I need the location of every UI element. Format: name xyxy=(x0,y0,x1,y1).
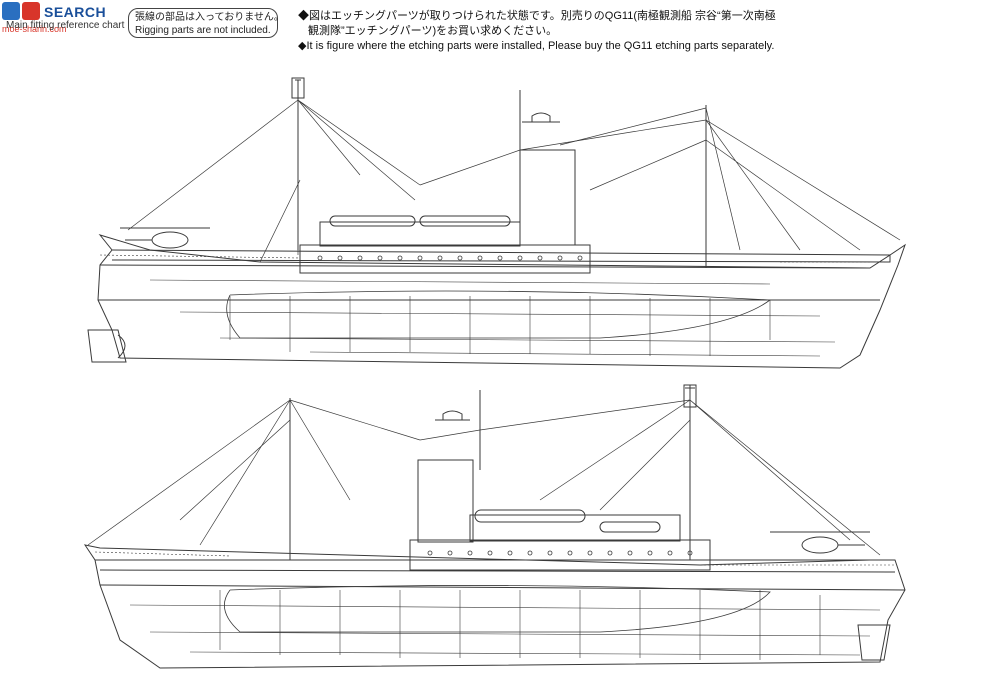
rudder xyxy=(87,329,127,363)
hull-outline xyxy=(97,234,906,369)
rigging-note-en: Rigging parts are not included. xyxy=(135,25,271,36)
wheelhouse xyxy=(417,459,474,543)
reference-chart-caption: Main fitting reference chart xyxy=(6,20,125,31)
lifeboat-bottom-1 xyxy=(474,509,586,523)
portholes xyxy=(427,550,693,556)
etching-note: ◆図はエッチングパーツが取りつけられた状態です。別売りのQG11(南極観測船 宗… xyxy=(298,9,776,54)
helicopter-top xyxy=(120,227,210,249)
wheelhouse xyxy=(519,149,576,246)
superstructure xyxy=(409,410,711,571)
hull-shadow xyxy=(223,585,771,633)
lifeboat-top-1 xyxy=(329,215,416,227)
railing-stern xyxy=(99,254,301,259)
hull-plating xyxy=(149,279,836,357)
watermark: SEARCH moe-sharin.com xyxy=(0,0,130,40)
deck-line xyxy=(95,559,906,591)
etching-note-jp-line1: ◆図はエッチングパーツが取りつけられた状態です。別売りのQG11(南極観測船 宗… xyxy=(298,10,776,22)
site-logo-icon xyxy=(2,2,20,20)
propeller xyxy=(117,334,126,359)
bridge-deck-lower xyxy=(299,244,591,274)
lifeboat-top-2 xyxy=(419,215,511,227)
hull-plating xyxy=(129,590,881,660)
helicopter-bottom xyxy=(770,531,870,554)
etching-note-en: ◆It is figure where the etching parts we… xyxy=(298,40,775,52)
hull-belt xyxy=(99,569,896,573)
hull-belt xyxy=(111,249,891,263)
bridge-deck-lower xyxy=(409,539,711,571)
watermark-brand: SEARCH xyxy=(44,4,107,20)
railing-bow xyxy=(94,551,231,557)
rudder xyxy=(857,624,891,661)
rigging xyxy=(127,99,901,263)
hull-shadow xyxy=(226,290,772,339)
portholes xyxy=(317,255,583,261)
aft-mast-platform xyxy=(291,77,305,99)
fore-mast xyxy=(685,385,695,560)
masts xyxy=(291,77,707,268)
side-view-bottom xyxy=(83,384,906,669)
bridge-deck-upper xyxy=(469,514,681,542)
hull-outline xyxy=(83,544,906,669)
masts xyxy=(289,384,697,560)
deck-line xyxy=(98,264,880,301)
radar-dish xyxy=(522,112,560,123)
rigging-note-box: 張線の部品は入っておりません。 Rigging parts are not in… xyxy=(128,8,284,38)
etching-note-jp-line2: 観測隊”エッチングパーツ)をお買い求めください。 xyxy=(308,25,558,37)
side-view-top xyxy=(87,77,906,369)
site-logo-icon xyxy=(22,2,40,20)
superstructure xyxy=(299,112,591,274)
rigging-note-jp: 張線の部品は入っておりません。 xyxy=(135,12,284,23)
radar-dish xyxy=(435,410,470,421)
lifeboat-bottom-2 xyxy=(599,521,661,533)
watermark-domain: moe-sharin.com xyxy=(2,24,67,34)
rigging xyxy=(87,399,881,556)
fore-mast-platform xyxy=(683,384,697,408)
